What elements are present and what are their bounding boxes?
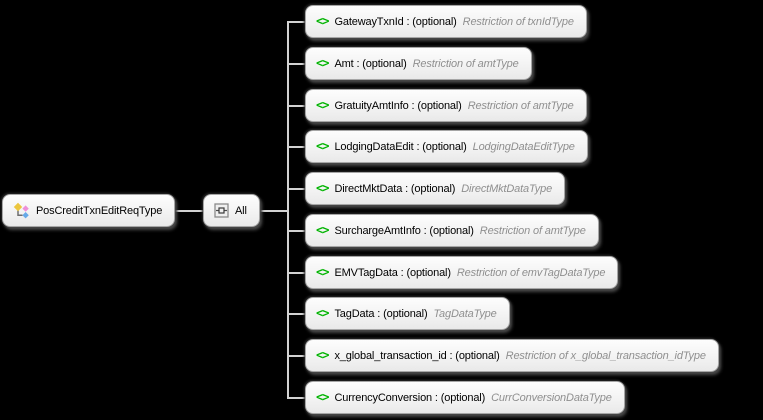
element-node-surchargeamtinfo[interactable]: <> SurchargeAmtInfo : (optional) Restricti…	[305, 214, 599, 247]
connector-line	[288, 187, 305, 190]
element-type: CurrConversionDataType	[491, 391, 612, 404]
connector-line	[288, 396, 305, 399]
element-icon: <>	[316, 55, 329, 70]
element-icon: <>	[316, 97, 329, 112]
element-type: TagDataType	[433, 307, 497, 320]
element-icon: <>	[316, 389, 329, 404]
element-type: DirectMktDataType	[461, 182, 553, 195]
element-name-and-cardinality: CurrencyConversion : (optional)	[334, 391, 486, 404]
connector-line	[288, 20, 305, 23]
element-icon: <>	[316, 347, 329, 362]
connector-line	[260, 209, 288, 212]
element-type: Restriction of amtType	[479, 224, 586, 237]
connector-line	[175, 209, 203, 212]
connector-line	[288, 62, 305, 65]
connector-line	[288, 229, 305, 232]
element-name-and-cardinality: Amt : (optional)	[334, 57, 407, 70]
element-node-currencyconversion[interactable]: <> CurrencyConversion : (optional) CurrCon…	[305, 381, 625, 414]
all-compositor-label: All	[235, 204, 247, 217]
connector-line	[288, 145, 305, 148]
element-node-gatewaytxnid[interactable]: <> GatewayTxnId : (optional) Restriction o…	[305, 5, 587, 38]
connector-line	[288, 271, 305, 274]
root-element-label: PosCreditTxnEditReqType	[36, 204, 163, 217]
element-icon: <>	[316, 138, 329, 153]
element-node-tagdata[interactable]: <> TagData : (optional) TagDataType	[305, 297, 510, 330]
element-name-and-cardinality: GratuityAmtInfo : (optional)	[334, 99, 462, 112]
element-node-emvtagdata[interactable]: <> EMVTagData : (optional) Restriction of …	[305, 256, 619, 289]
all-compositor-icon	[214, 203, 229, 218]
all-compositor-node[interactable]: All	[203, 194, 260, 227]
element-node-amt[interactable]: <> Amt : (optional) Restriction of amtType	[305, 47, 532, 80]
element-node-lodgingdataedit[interactable]: <> LodgingDataEdit : (optional) LodgingDat…	[305, 130, 588, 163]
element-name-and-cardinality: TagData : (optional)	[334, 307, 428, 320]
element-icon: <>	[316, 305, 329, 320]
element-name-and-cardinality: DirectMktData : (optional)	[334, 182, 456, 195]
element-type: Restriction of amtType	[467, 99, 574, 112]
element-node-directmktdata[interactable]: <> DirectMktData : (optional) DirectMktDat…	[305, 172, 566, 205]
element-type: Restriction of txnIdType	[462, 15, 574, 28]
element-node-gratuityamtinfo[interactable]: <> GratuityAmtInfo : (optional) Restrictio…	[305, 89, 587, 122]
element-type: Restriction of amtType	[412, 57, 519, 70]
connector-line	[288, 104, 305, 107]
root-element-node[interactable]: PosCreditTxnEditReqType	[2, 194, 176, 227]
element-name-and-cardinality: x_global_transaction_id : (optional)	[334, 349, 500, 362]
element-type: Restriction of emvTagDataType	[456, 266, 606, 279]
root-element-icon	[13, 202, 29, 219]
element-name-and-cardinality: GatewayTxnId : (optional)	[334, 15, 457, 28]
element-type: Restriction of x_global_transaction_idTy…	[505, 349, 706, 362]
connector-trunk-line	[287, 20, 289, 399]
element-icon: <>	[316, 264, 329, 279]
element-icon: <>	[316, 13, 329, 28]
element-name-and-cardinality: EMVTagData : (optional)	[334, 266, 451, 279]
element-name-and-cardinality: SurchargeAmtInfo : (optional)	[334, 224, 474, 237]
element-type: LodgingDataEditType	[472, 140, 575, 153]
element-icon: <>	[316, 222, 329, 237]
connector-line	[288, 354, 305, 357]
connector-line	[288, 312, 305, 315]
element-icon: <>	[316, 180, 329, 195]
element-node-x_global_transaction_id[interactable]: <> x_global_transaction_id : (optional) Re…	[305, 339, 719, 372]
element-name-and-cardinality: LodgingDataEdit : (optional)	[334, 140, 467, 153]
